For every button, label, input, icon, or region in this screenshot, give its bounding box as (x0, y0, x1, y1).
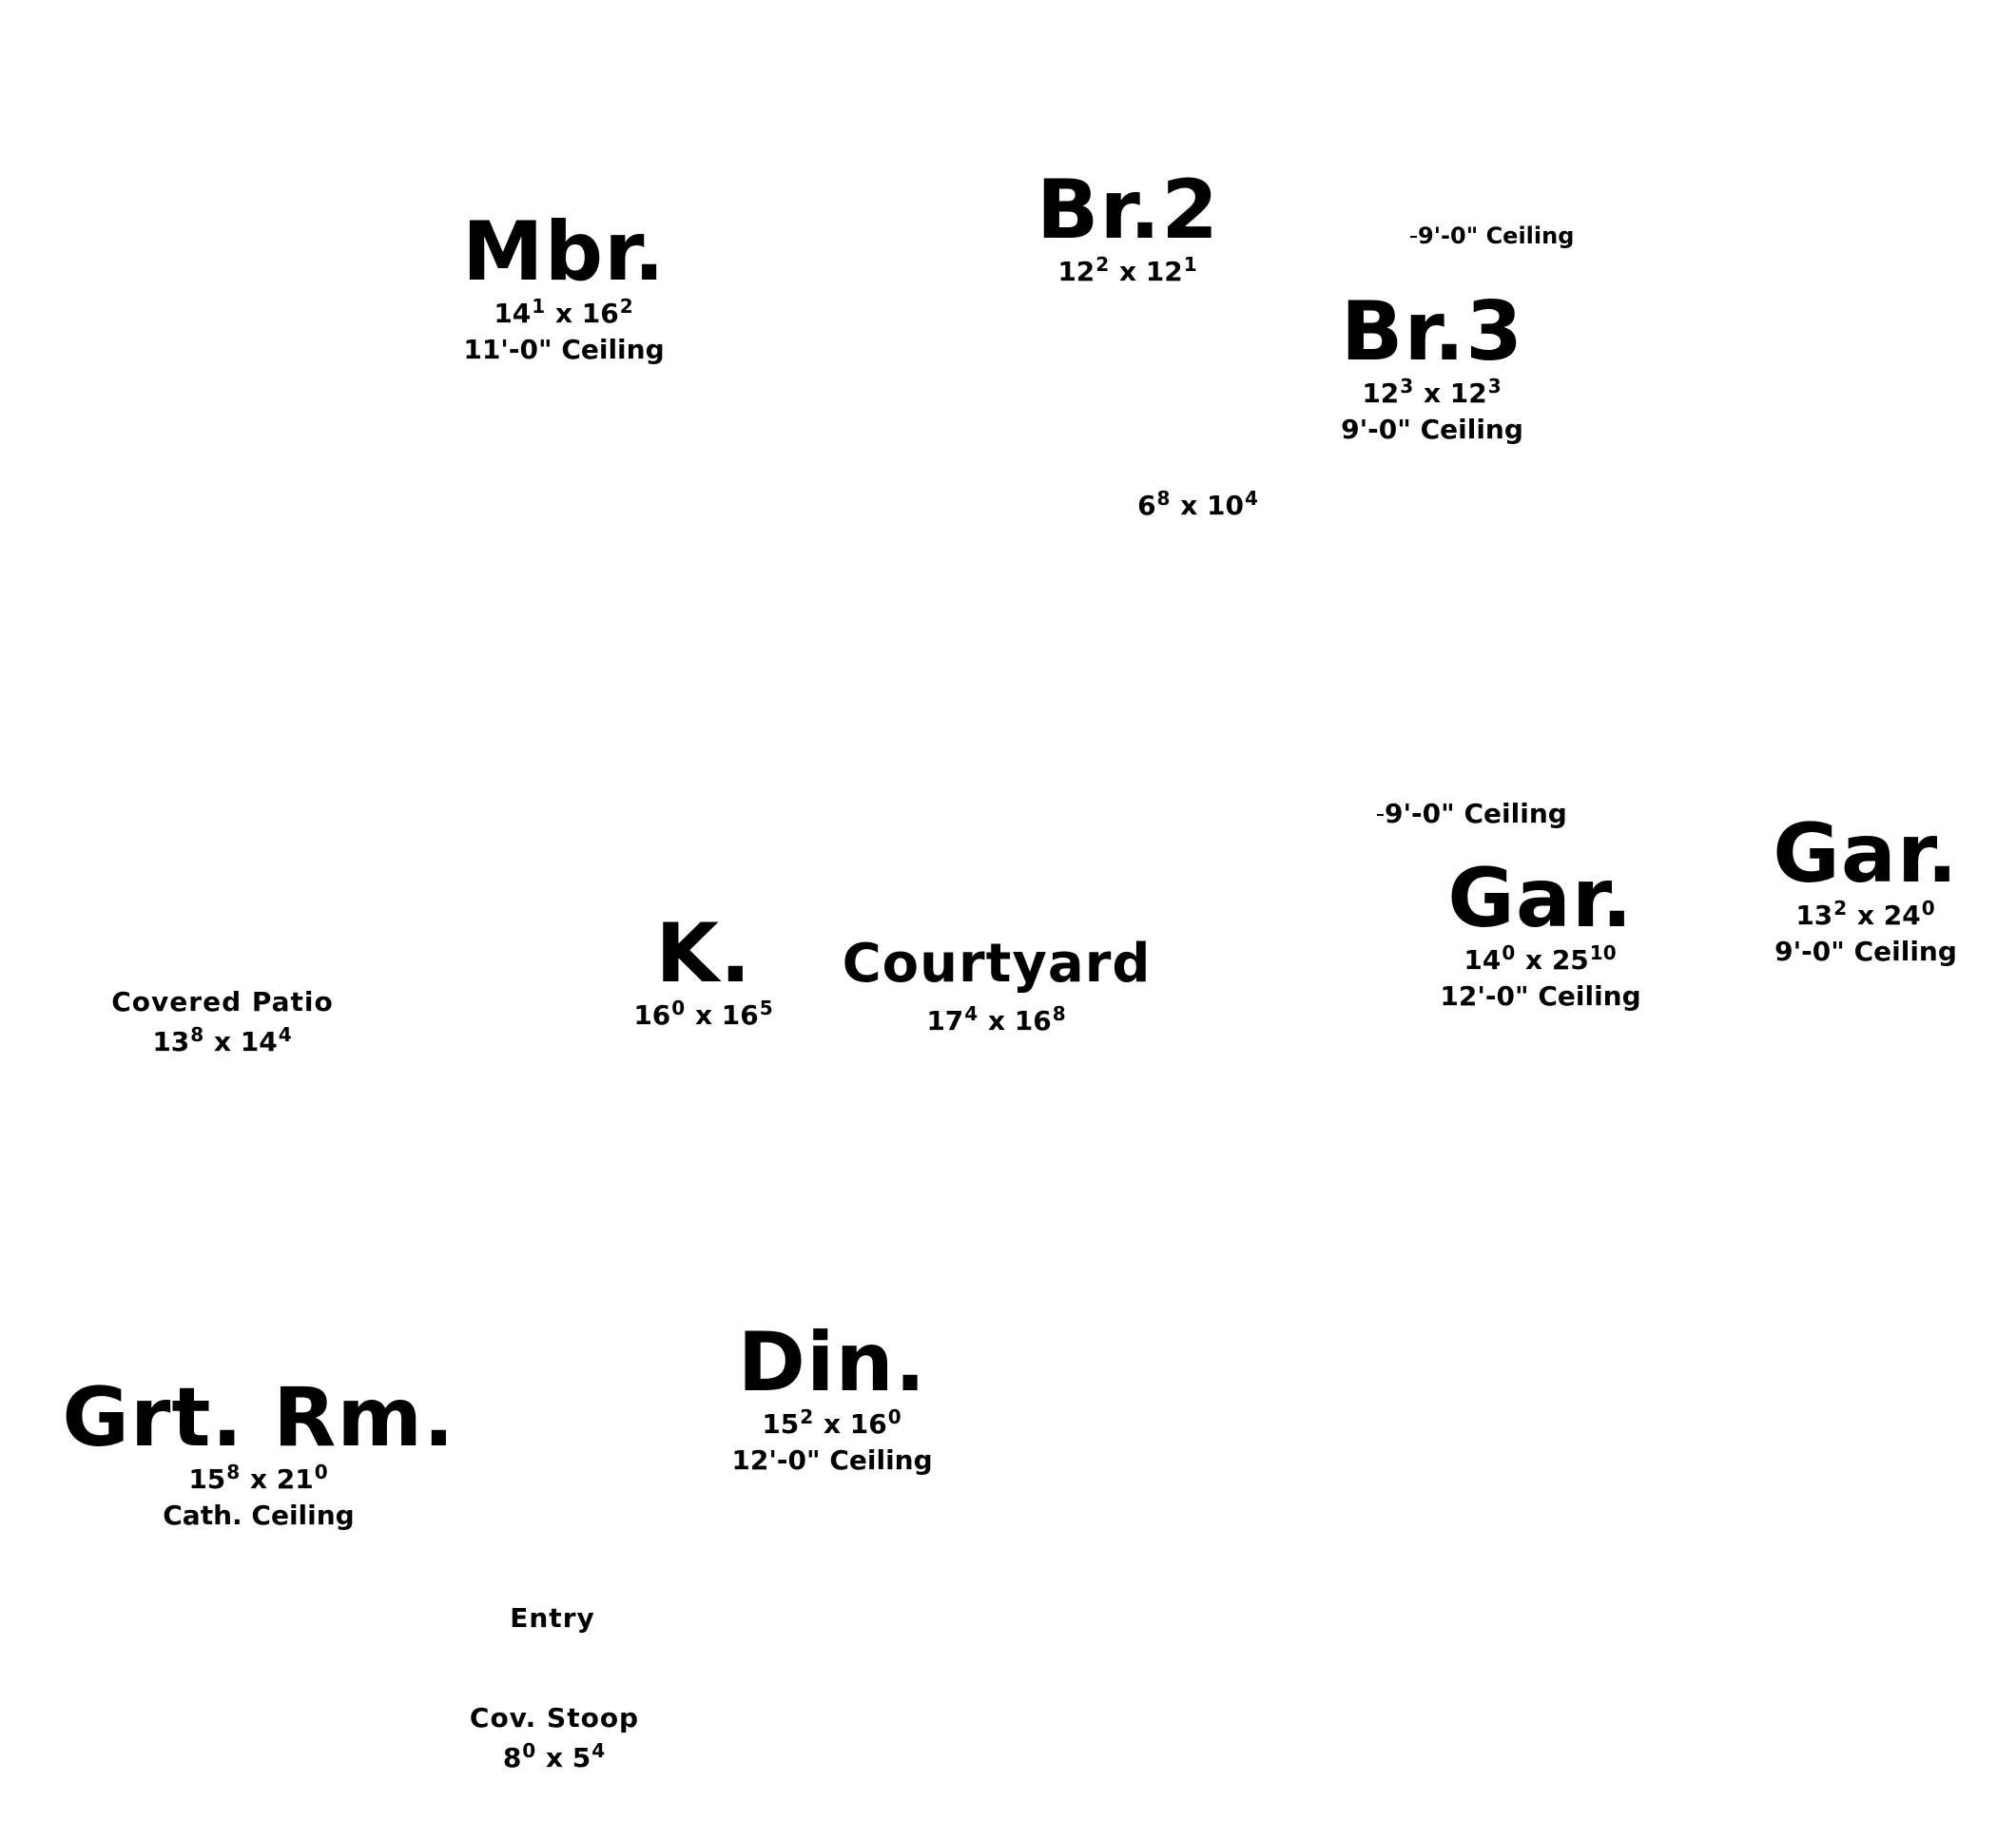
room-master-bedroom: Mbr. 141 x 162 11'-0" Ceiling (462, 211, 666, 363)
ceiling-note: 9'-0" Ceiling (1377, 801, 1567, 827)
room-dimensions: 160 x 165 (633, 997, 773, 1031)
room-garage-1: Gar. 140 x 2510 12'-0" Ceiling (1440, 858, 1640, 1010)
room-name: Br.3 (1340, 284, 1524, 379)
room-covered-stoop: Cov. Stoop 80 x 54 (470, 1705, 639, 1772)
room-dimensions: 174 x 168 (926, 1002, 1066, 1036)
room-dimensions: 80 x 54 (502, 1739, 606, 1773)
room-hall: 68 x 104 (1137, 485, 1259, 519)
room-covered-patio: Covered Patio 138 x 144 (111, 989, 334, 1056)
room-dimensions: 140 x 2510 (1464, 941, 1617, 976)
room-name: Mbr. (462, 204, 666, 300)
room-dimensions: 132 x 240 (1795, 897, 1935, 931)
ceiling-height: 12'-0" Ceiling (1440, 980, 1641, 1012)
room-name: Entry (510, 1602, 595, 1634)
room-entry: Entry (510, 1605, 595, 1632)
room-bedroom-3: Br.3 123 x 123 9'-0" Ceiling (1341, 291, 1523, 443)
room-dining: Din. 152 x 160 12'-0" Ceiling (731, 1322, 932, 1474)
room-name: K. (655, 906, 752, 1001)
room-bedroom-2: Br.2 122 x 121 (1037, 169, 1219, 285)
room-dimensions: 152 x 160 (762, 1405, 901, 1440)
room-name: Gar. (1773, 806, 1959, 901)
ceiling-height: 11'-0" Ceiling (463, 334, 665, 365)
ceiling-height: Cath. Ceiling (163, 1500, 355, 1531)
room-dimensions: 123 x 123 (1362, 375, 1502, 409)
room-name: Courtyard (842, 933, 1152, 995)
room-name: Gar. (1447, 851, 1634, 946)
room-dimensions: 68 x 104 (1137, 487, 1258, 521)
room-name: Br.2 (1036, 163, 1220, 258)
room-kitchen: K. 160 x 165 (633, 913, 773, 1029)
ceiling-height: 9'-0" Ceiling (1774, 936, 1957, 967)
leader-line (1377, 814, 1384, 816)
ceiling-note: 9'-0" Ceiling (1410, 224, 1574, 247)
room-dimensions: 141 x 162 (494, 295, 633, 329)
room-name: Din. (737, 1315, 927, 1410)
room-courtyard: Courtyard 174 x 168 (843, 938, 1152, 1035)
room-dimensions: 158 x 210 (188, 1461, 328, 1495)
room-great-room: Grt. Rm. 158 x 210 Cath. Ceiling (62, 1377, 455, 1529)
room-dimensions: 122 x 121 (1057, 253, 1197, 287)
room-garage-2: Gar. 132 x 240 9'-0" Ceiling (1773, 813, 1958, 965)
ceiling-height: 12'-0" Ceiling (731, 1444, 933, 1476)
ceiling-height: 9'-0" Ceiling (1341, 414, 1523, 445)
room-name: Cov. Stoop (469, 1702, 640, 1734)
room-name: Covered Patio (111, 986, 334, 1017)
leader-line (1410, 236, 1417, 238)
room-dimensions: 138 x 144 (152, 1023, 292, 1057)
room-name: Grt. Rm. (62, 1370, 456, 1465)
